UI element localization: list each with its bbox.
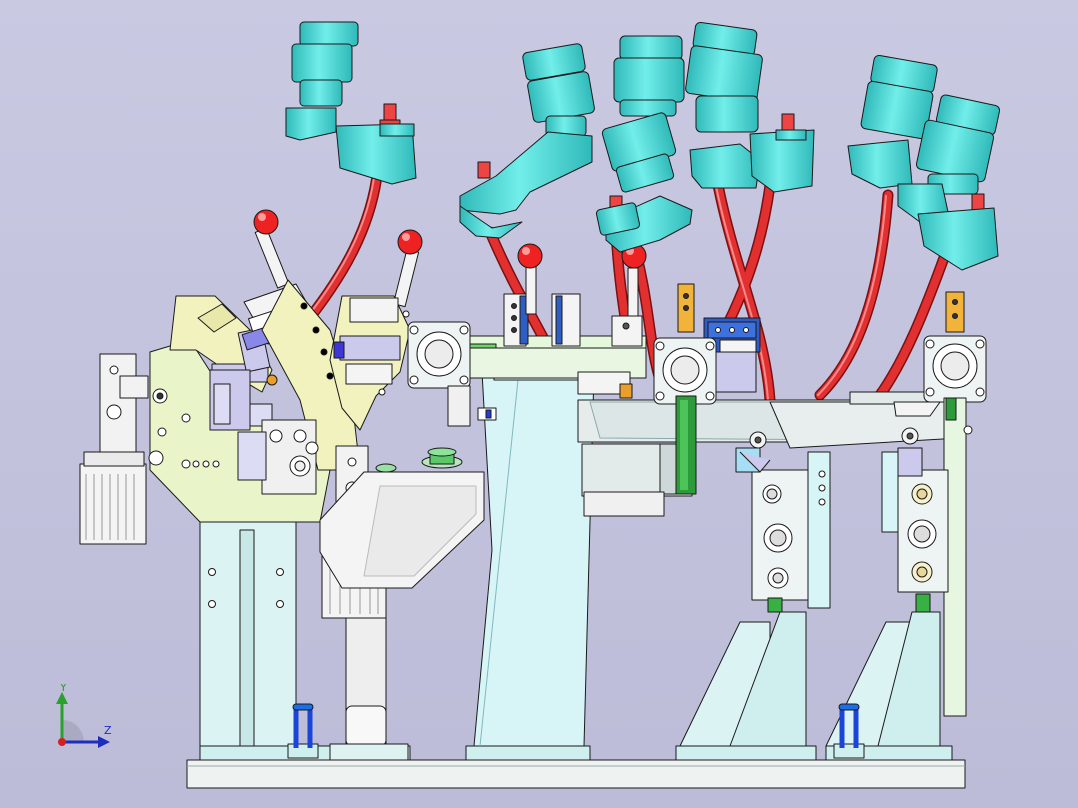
y-axis-head — [56, 692, 68, 704]
z-axis-head — [98, 736, 110, 748]
center-handles[interactable] — [517, 243, 647, 317]
upper-guide-rail[interactable] — [469, 315, 761, 399]
center-rail[interactable] — [577, 399, 879, 517]
swing-clamp-3[interactable] — [601, 35, 693, 253]
swing-clamp-5[interactable] — [847, 54, 938, 189]
swing-clamp-6[interactable] — [897, 94, 1001, 271]
z-axis-label: Z — [104, 724, 112, 737]
left-clamp-station[interactable] — [79, 209, 423, 761]
triad-arc — [62, 720, 84, 742]
clamp-unit-right[interactable] — [923, 291, 987, 717]
funnel-tray[interactable] — [319, 447, 485, 589]
locating-pin-right[interactable] — [833, 703, 865, 759]
origin-marker — [58, 738, 66, 746]
y-axis-label: Y — [59, 684, 67, 694]
clamp-unit-center[interactable] — [653, 283, 717, 495]
swing-clamp-1[interactable] — [285, 21, 417, 185]
cyan-link-block — [595, 202, 641, 236]
locating-pin-left[interactable] — [287, 703, 319, 759]
orientation-triad: Y Z — [56, 684, 112, 748]
right-pillar-a[interactable] — [679, 431, 831, 747]
right-pillar-b[interactable] — [825, 427, 949, 747]
swing-clamp-4[interactable] — [685, 21, 815, 193]
swing-clamp-2[interactable] — [459, 43, 595, 239]
clamp-unit-left[interactable] — [407, 321, 497, 427]
